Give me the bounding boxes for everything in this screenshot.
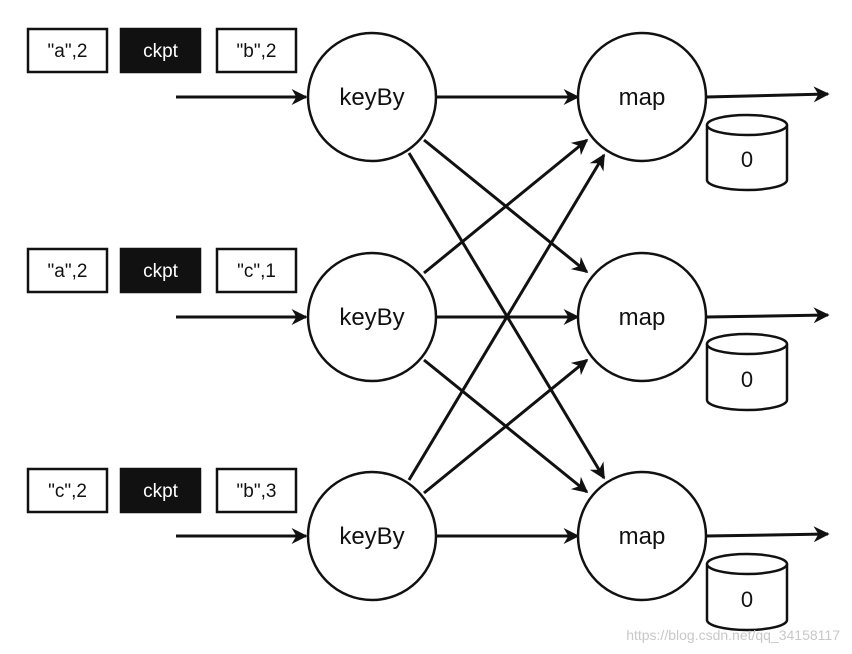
- keyby-label: keyBy: [339, 84, 404, 111]
- record-label: "c",1: [237, 261, 276, 282]
- state-value: 0: [741, 587, 753, 612]
- state-value: 0: [741, 147, 753, 172]
- stream-2: "a",2 ckpt "c",1: [26, 247, 298, 294]
- checkpoint-label: ckpt: [143, 41, 179, 62]
- record-box: [26, 467, 109, 514]
- keyby-node-2: keyBy: [306, 251, 438, 383]
- keyby-label: keyBy: [339, 523, 404, 550]
- map-node-2: map: [576, 251, 708, 383]
- stream-3: "c",2 ckpt "b",3: [26, 467, 298, 514]
- record-label: "c",2: [48, 481, 87, 502]
- record-label: "b",3: [237, 481, 277, 502]
- state-db-icon-1: 0: [705, 113, 789, 192]
- checkpoint-barrier: [119, 467, 202, 514]
- record-label: "a",2: [48, 261, 88, 282]
- watermark: https://blog.csdn.net/qq_34158117: [626, 627, 840, 643]
- map-label: map: [619, 523, 666, 550]
- map-label: map: [619, 304, 666, 331]
- stream-1: "a",2 ckpt "b",2: [26, 27, 298, 74]
- output-arrow-2: [705, 307, 830, 324]
- record-box: [215, 27, 298, 74]
- edge-keyby3-map2: [423, 358, 589, 495]
- record-label: "b",2: [237, 41, 277, 62]
- checkpoint-label: ckpt: [143, 261, 179, 282]
- map-node-1: map: [576, 31, 708, 163]
- output-arrow-3: [705, 526, 830, 543]
- record-label: "a",2: [48, 41, 88, 62]
- map-node-3: map: [576, 470, 708, 602]
- checkpoint-barrier: [119, 27, 202, 74]
- checkpoint-barrier: [119, 247, 202, 294]
- edge-keyby3-map1: [407, 153, 606, 481]
- map-label: map: [619, 84, 666, 111]
- checkpoint-label: ckpt: [143, 481, 179, 502]
- keyby-node-1: keyBy: [306, 31, 438, 163]
- edge-keyby2-map1: [423, 138, 589, 275]
- record-box: [26, 247, 109, 294]
- record-box: [26, 27, 109, 74]
- record-box: [215, 247, 298, 294]
- keyby-node-3: keyBy: [306, 470, 438, 602]
- state-db-icon-2: 0: [705, 332, 789, 412]
- state-db-icon-3: 0: [705, 552, 789, 632]
- state-value: 0: [741, 367, 753, 392]
- output-arrow-1: [705, 86, 830, 103]
- record-box: [215, 467, 298, 514]
- keyby-label: keyBy: [339, 304, 404, 331]
